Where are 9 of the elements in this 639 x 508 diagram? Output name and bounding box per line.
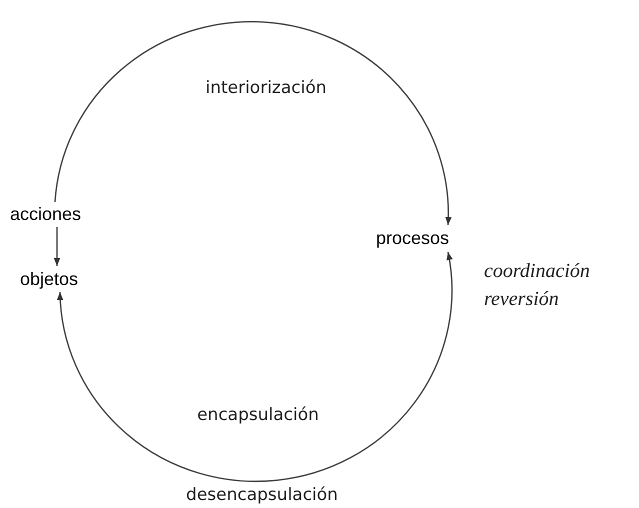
node-label: objetos — [20, 269, 78, 289]
arrow — [54, 21, 452, 225]
label-text: desencapsulación — [185, 485, 339, 505]
arrow — [54, 227, 60, 266]
annotation-text: coordinación — [484, 260, 590, 282]
node-label: acciones — [10, 204, 82, 224]
annotation-text: reversión — [484, 288, 559, 310]
node-label: procesos — [376, 228, 450, 248]
arrow — [57, 252, 452, 482]
